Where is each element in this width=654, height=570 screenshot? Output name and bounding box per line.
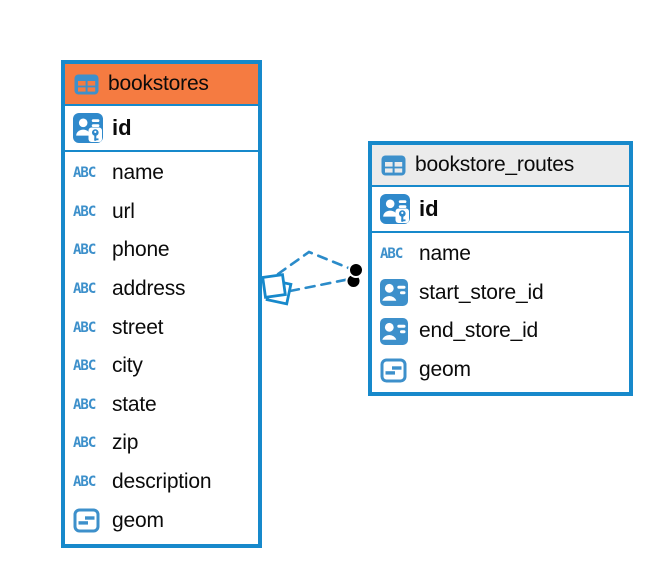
column-row[interactable]: geom	[372, 351, 629, 390]
cardinality-dot-icon[interactable]	[345, 262, 364, 289]
table-header[interactable]: bookstore_routes	[372, 145, 629, 187]
column-row[interactable]: start_store_id	[372, 274, 629, 313]
primary-key-label: id	[419, 196, 439, 221]
primary-key-icon	[73, 113, 103, 143]
column-row[interactable]: ABC url	[65, 193, 258, 232]
relationship-line[interactable]	[276, 250, 353, 276]
table-bookstore-routes[interactable]: bookstore_routes id ABC name	[368, 141, 633, 396]
field-list: ABC name ABC url ABC phone ABC address A…	[65, 152, 258, 540]
cardinality-squares-icon[interactable]	[261, 273, 293, 306]
column-row-primary-key[interactable]: id	[65, 106, 258, 152]
table-icon	[74, 74, 99, 94]
column-label: name	[419, 242, 471, 266]
column-row-primary-key[interactable]: id	[372, 187, 629, 233]
text-type-icon: ABC	[73, 474, 96, 491]
text-type-icon: ABC	[73, 435, 96, 452]
column-label: city	[112, 354, 143, 378]
relationship-line[interactable]	[288, 277, 352, 293]
column-label: url	[112, 199, 135, 223]
column-label: start_store_id	[419, 280, 544, 304]
table-bookstores[interactable]: bookstores id ABC name	[61, 60, 262, 548]
column-row[interactable]: ABC address	[65, 270, 258, 309]
column-row[interactable]: end_store_id	[372, 312, 629, 351]
geometry-type-icon	[380, 358, 407, 383]
column-row[interactable]: ABC state	[65, 386, 258, 425]
primary-key-icon	[380, 194, 410, 224]
column-label: address	[112, 277, 186, 301]
column-label: end_store_id	[419, 319, 539, 343]
table-icon	[381, 155, 406, 175]
table-title: bookstores	[108, 72, 209, 95]
column-row[interactable]: ABC phone	[65, 231, 258, 270]
text-type-icon: ABC	[73, 203, 96, 220]
column-row[interactable]: ABC description	[65, 463, 258, 502]
text-type-icon: ABC	[380, 246, 403, 263]
column-row[interactable]: ABC city	[65, 347, 258, 386]
geometry-type-icon	[73, 508, 100, 533]
column-label: name	[112, 161, 164, 185]
reference-type-icon	[380, 279, 408, 307]
text-type-icon: ABC	[73, 396, 96, 413]
column-label: street	[112, 315, 164, 339]
column-label: zip	[112, 431, 139, 455]
column-label: state	[112, 392, 157, 416]
table-title: bookstore_routes	[415, 153, 575, 176]
text-type-icon: ABC	[73, 281, 96, 298]
reference-type-icon	[380, 317, 408, 345]
column-row[interactable]: ABC zip	[65, 424, 258, 463]
column-label: description	[112, 470, 212, 494]
field-list: ABC name start_store_id	[372, 233, 629, 389]
column-row[interactable]: ABC name	[372, 235, 629, 274]
text-type-icon: ABC	[73, 358, 96, 375]
column-row[interactable]: geom	[65, 501, 258, 540]
table-header[interactable]: bookstores	[65, 64, 258, 106]
text-type-icon: ABC	[73, 242, 96, 259]
primary-key-label: id	[112, 115, 132, 140]
column-row[interactable]: ABC street	[65, 308, 258, 347]
text-type-icon: ABC	[73, 319, 96, 336]
column-row[interactable]: ABC name	[65, 154, 258, 193]
column-label: geom	[112, 508, 164, 532]
text-type-icon: ABC	[73, 165, 96, 182]
column-label: phone	[112, 238, 170, 262]
column-label: geom	[419, 358, 471, 382]
